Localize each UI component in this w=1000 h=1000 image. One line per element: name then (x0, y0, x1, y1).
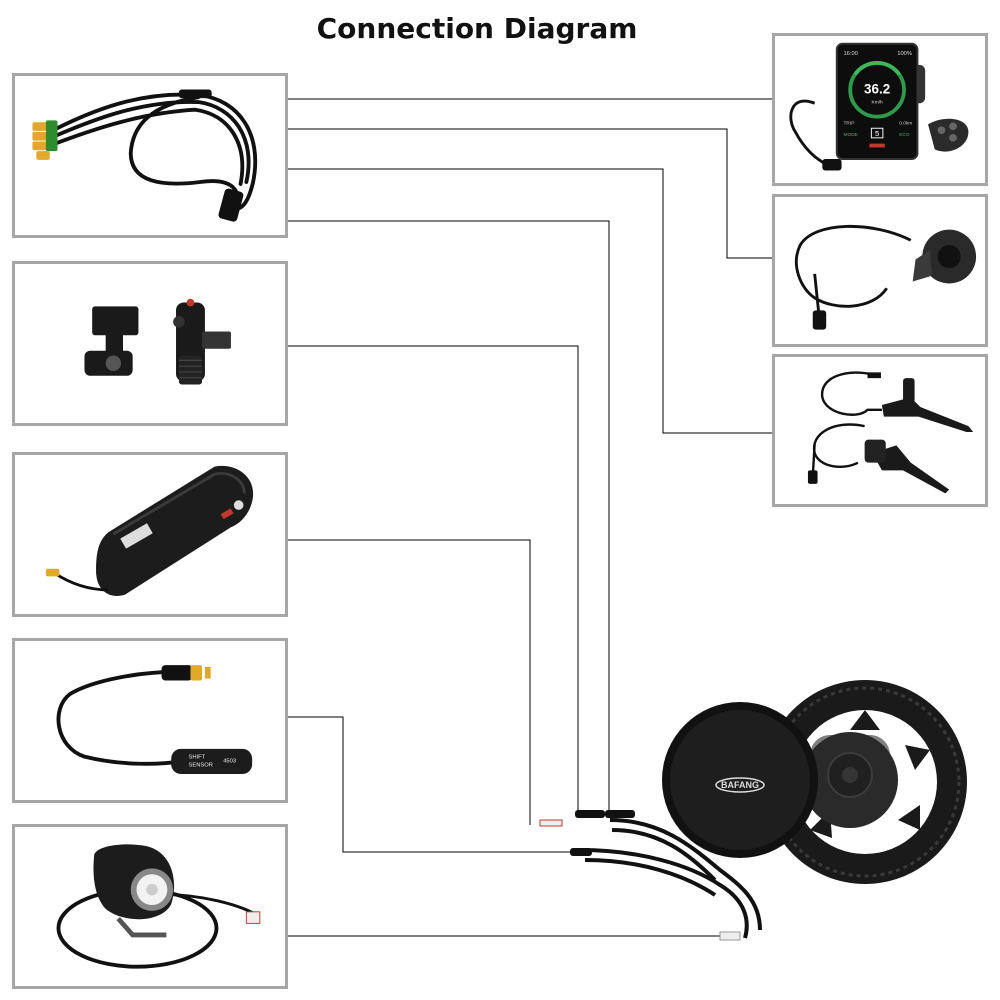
page-title: Connection Diagram (316, 12, 638, 45)
component-headlight (12, 824, 288, 989)
wire-harness-to-brakes (287, 168, 773, 434)
gear-shift-sensor-icon: SHIFT SENSOR 4503 (56, 665, 253, 774)
brake-lever-icon (807, 371, 974, 494)
speed-sensor-icon (84, 298, 231, 385)
wire-shift-sensor-to-motor (287, 716, 580, 853)
thumb-throttle-icon (795, 224, 977, 330)
component-gear-shift-sensor: SHIFT SENSOR 4503 (12, 638, 288, 803)
component-main-harness (12, 73, 288, 238)
wire-harness-to-motor (287, 220, 610, 810)
display-speed-unit: Km/h (872, 99, 884, 105)
component-brake-levers (772, 354, 988, 507)
shift-sensor-label-1: SHIFT (189, 755, 206, 761)
display-clock: 16:00 (843, 51, 857, 57)
connector-yellow (32, 122, 48, 131)
display-assist-level: 5 (875, 129, 879, 138)
display-mode-label: MODE (843, 132, 857, 138)
display-eco-label: ECO (899, 132, 910, 138)
headlight-icon (56, 844, 261, 969)
display-trip-value: 0.0km (899, 120, 912, 126)
mid-drive-motor-icon: BAFANG (539, 680, 967, 941)
wire-harness-to-throttle (287, 128, 773, 259)
motor-brand: BAFANG (721, 780, 759, 790)
wire-battery-to-motor (287, 539, 531, 825)
wiring-harness-icon (32, 89, 258, 222)
shift-sensor-label-2: SENSOR (189, 762, 213, 768)
component-throttle (772, 194, 988, 347)
display-icon: 16:00 100% 36.2 Km/h TRIP 0.0km MODE 5 E… (789, 42, 969, 171)
display-battery: 100% (897, 51, 912, 57)
battery-icon (45, 465, 254, 596)
display-trip-label: TRIP (843, 120, 854, 126)
component-battery (12, 452, 288, 617)
shift-sensor-code: 4503 (223, 758, 236, 764)
component-display: 16:00 100% 36.2 Km/h TRIP 0.0km MODE 5 E… (772, 33, 988, 186)
display-speed: 36.2 (864, 82, 890, 97)
wire-speed-sensor-to-motor (287, 345, 579, 812)
component-speed-sensor (12, 261, 288, 426)
